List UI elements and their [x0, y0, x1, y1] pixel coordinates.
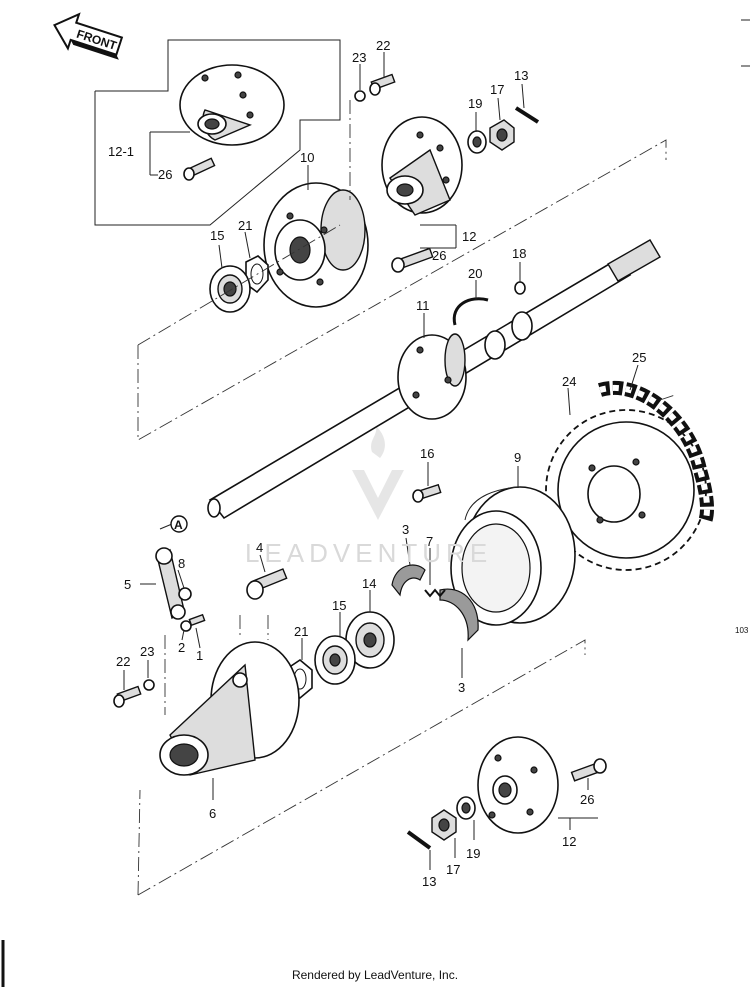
side-code: 103: [735, 626, 749, 635]
label-21-top: 21: [238, 218, 252, 233]
lever-5: [155, 547, 186, 620]
edge-marks: [1, 19, 750, 987]
assembly-guide-lines: [137, 100, 676, 896]
chain-25: [597, 381, 714, 524]
bolt-22-top: [369, 73, 396, 96]
brake-shoe-3-lower: [439, 588, 479, 642]
label-16: 16: [420, 446, 434, 461]
washer-23-lower: [143, 679, 155, 691]
label-2: 2: [178, 640, 185, 655]
label-15-lower: 15: [332, 598, 346, 613]
hub-12-1: [179, 64, 285, 146]
label-3-upper: 3: [402, 522, 409, 537]
label-12-1: 12-1: [108, 144, 134, 159]
clip-20: [452, 297, 489, 326]
bolt-26-inset: [183, 157, 216, 181]
label-26-lower: 26: [580, 792, 594, 807]
callout-a: A: [170, 515, 188, 533]
housing-6: [159, 641, 300, 776]
front-arrow-tag: FRONT: [53, 12, 124, 60]
label-26-top: 26: [432, 248, 446, 263]
bearing-15-top: [209, 265, 251, 313]
seal-8: [178, 587, 192, 601]
washer-19-top: [467, 130, 487, 154]
watermark-text: LEADVENTURE: [245, 538, 493, 568]
washer-23-top: [354, 90, 366, 102]
label-23-lower: 23: [140, 644, 154, 659]
label-19-lower: 19: [466, 846, 480, 861]
bearing-15-lower: [314, 635, 356, 685]
bolt-26-lower: [570, 758, 607, 782]
washer-2: [180, 620, 192, 632]
label-23-top: 23: [352, 50, 366, 65]
label-22-lower: 22: [116, 654, 130, 669]
label-4: 4: [256, 540, 263, 555]
label-13-lower: 13: [422, 874, 436, 889]
label-12-lower: 12: [562, 834, 576, 849]
hub-12-top: [381, 116, 463, 216]
watermark-logo: [352, 426, 404, 520]
bolt-26-top: [391, 247, 434, 273]
label-17-top: 17: [490, 82, 504, 97]
pin-13-top: [514, 106, 540, 124]
disc-10: [263, 182, 369, 308]
label-9: 9: [514, 450, 521, 465]
brake-drum-9: [450, 486, 576, 626]
label-17-lower: 17: [446, 862, 460, 877]
label-26-inset: 26: [158, 167, 172, 182]
nut-18: [514, 281, 526, 295]
label-3-lower: 3: [458, 680, 465, 695]
label-14: 14: [362, 576, 376, 591]
label-24: 24: [562, 374, 576, 389]
footer-credit: Rendered by LeadVenture, Inc.: [291, 968, 459, 982]
bolt-16: [412, 483, 442, 503]
spring-7: [424, 588, 446, 598]
label-1: 1: [196, 648, 203, 663]
brake-shoe-3-upper: [391, 564, 426, 597]
label-12-top: 12: [462, 229, 476, 244]
callout-a-label: A: [174, 518, 183, 532]
pin-13-lower: [406, 830, 432, 850]
leader-lines: [123, 52, 639, 870]
label-18: 18: [512, 246, 526, 261]
label-5: 5: [124, 577, 131, 592]
sprocket-24: [545, 409, 707, 571]
label-21-lower: 21: [294, 624, 308, 639]
label-7: 7: [426, 534, 433, 549]
part-number-labels: 22 23 13 17 19 12-1 26 10 21 15 12 26 20…: [108, 38, 646, 889]
label-15-top: 15: [210, 228, 224, 243]
label-11: 11: [416, 298, 430, 313]
bolt-1: [188, 613, 206, 627]
bolt-22-lower: [113, 685, 142, 708]
cam-shaft-4: [246, 568, 288, 600]
nut-17-top: [489, 119, 515, 151]
label-20: 20: [468, 266, 482, 281]
label-6: 6: [209, 806, 216, 821]
label-22-top: 22: [376, 38, 390, 53]
inset-box: [94, 39, 341, 226]
label-10: 10: [300, 150, 314, 165]
axle-11: [207, 239, 661, 520]
label-13-top: 13: [514, 68, 528, 83]
hub-12-lower: [477, 736, 559, 834]
nut-17-lower: [431, 809, 457, 841]
label-19-top: 19: [468, 96, 482, 111]
washer-19-lower: [456, 796, 476, 820]
label-25: 25: [632, 350, 646, 365]
label-8: 8: [178, 556, 185, 571]
